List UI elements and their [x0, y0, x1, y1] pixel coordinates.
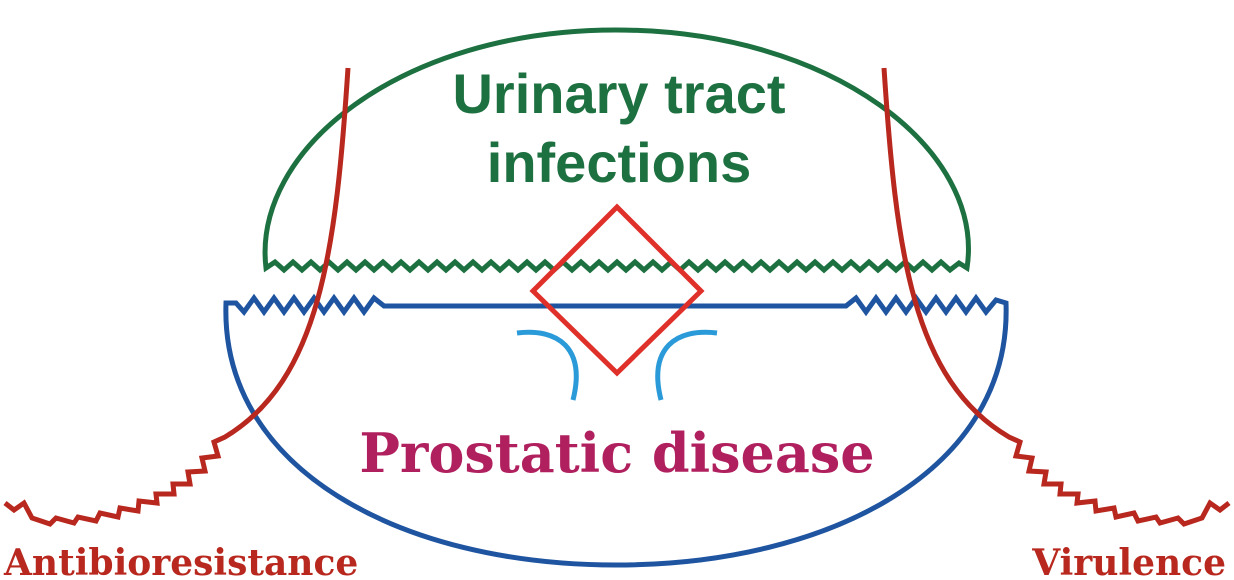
antibioresistance-curve	[3, 67, 351, 527]
prostatic-disease-label: Prostatic disease	[359, 421, 874, 485]
central-diamond	[529, 203, 705, 377]
right-arc	[655, 329, 718, 401]
uti-dome-shape	[262, 27, 971, 274]
antibioresistance-label: Antibioresistance	[3, 542, 358, 580]
uti-label-line2: infections	[487, 131, 751, 194]
virulence-curve	[881, 67, 1231, 527]
virulence-label: Virulence	[1031, 542, 1226, 580]
left-arc	[516, 329, 579, 401]
uti-label-line1: Urinary tract	[452, 62, 785, 125]
prostatic-bowl-shape	[223, 293, 1009, 568]
